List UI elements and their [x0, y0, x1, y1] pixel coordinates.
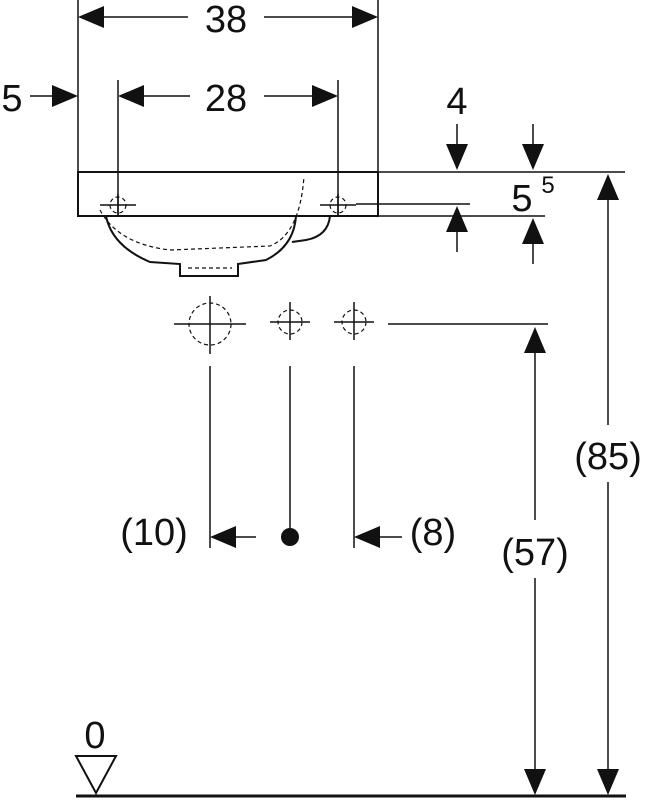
label-offset-left: 5: [1, 78, 22, 120]
dimension-overall-height: (85): [574, 174, 642, 795]
dimension-rim-depth: 4 5 5: [356, 81, 625, 264]
label-rim-thickness: 4: [446, 81, 467, 123]
label-depth-superscript: 5: [541, 172, 554, 199]
label-floor-level: 0: [84, 715, 105, 757]
dimension-offset-left: 5: [1, 78, 78, 120]
dimension-left-outlet: (10): [120, 512, 256, 554]
label-depth: 5: [511, 178, 532, 220]
dimension-waste-height: (57): [501, 327, 569, 795]
label-tap-hole-spacing: 28: [205, 78, 247, 120]
label-right-outlet: (8): [410, 512, 456, 554]
label-overall-height: (85): [574, 436, 642, 478]
dimension-overall-width: 38: [77, 0, 379, 172]
label-left-outlet: (10): [120, 512, 188, 554]
dimension-tap-hole-spacing: 28: [117, 78, 339, 215]
basin-side-view: [77, 171, 379, 277]
vertical-extension-lines: [209, 366, 355, 548]
floor-level: 0: [74, 715, 626, 798]
dimension-right-outlet: (8): [354, 512, 456, 554]
label-waste-height: (57): [501, 532, 569, 574]
connection-symbols: [174, 296, 548, 354]
label-overall-width: 38: [205, 0, 247, 41]
